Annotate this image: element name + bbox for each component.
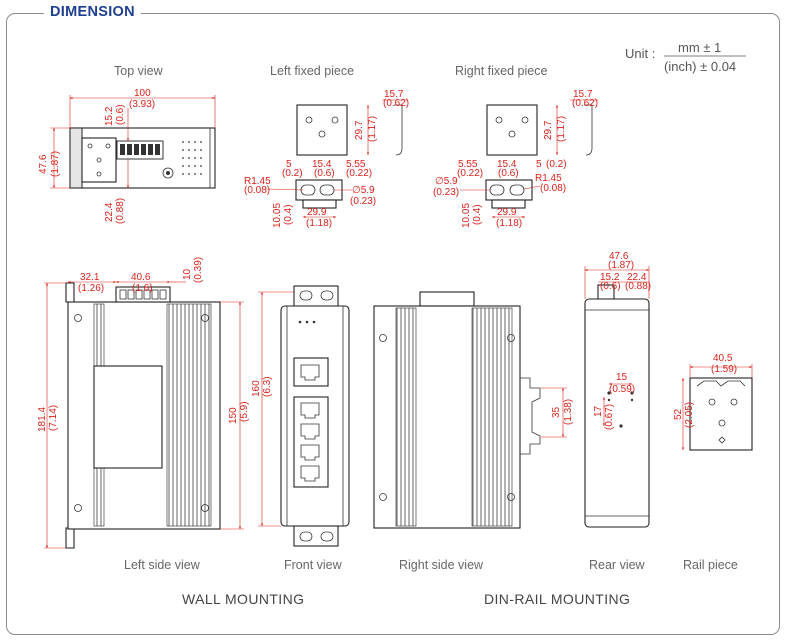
dim-lf-flange-in: (0.62): [383, 98, 409, 109]
label-top-view: Top view: [114, 64, 164, 78]
dim-rf-h: 10.05: [461, 203, 472, 228]
dim-rs-clip-in: (1.38): [563, 399, 574, 425]
dim-ls-c-in: (0.39): [193, 257, 204, 283]
dimension-panel: [6, 13, 780, 635]
dim-rp-w-in: (1.59): [711, 364, 737, 375]
dim-rf-c: 5: [536, 159, 542, 170]
dim-ls-body: 150: [228, 407, 239, 424]
dim-rv-hole-w: 15: [616, 372, 628, 383]
dim-rv-b-in: (0.88): [625, 281, 651, 292]
dim-rf-r-in: (0.08): [540, 183, 566, 194]
front-view-drawing: 160 (6.3): [251, 285, 350, 547]
dim-top-depth-in: (1.87): [50, 151, 61, 177]
dim-rf-b-in: (0.6): [498, 168, 519, 179]
dim-lf-c-in: (0.22): [346, 168, 372, 179]
dim-rv-hole-w-in: (0.59): [609, 384, 635, 395]
dim-rp-h: 52: [673, 408, 684, 420]
dim-lf-c: 5.55: [346, 159, 366, 170]
dim-rf-a-in: (0.22): [457, 168, 483, 179]
dim-ls-c: 10: [182, 268, 193, 280]
dim-rf-w-in: (1.18): [496, 218, 522, 229]
dim-rs-clip: 35: [551, 406, 562, 418]
dim-lf-b: 15.4: [312, 159, 332, 170]
dim-rf-h-in: (0.4): [472, 204, 483, 225]
dim-ls-a: 32.1: [80, 272, 100, 283]
label-front-view: Front view: [284, 558, 343, 572]
dim-lf-r-in: (0.08): [244, 185, 270, 196]
dim-rp-w: 40.5: [713, 353, 733, 364]
dim-ls-body-in: (5.9): [239, 401, 250, 422]
dim-fr-height-in: (6.3): [262, 376, 273, 397]
dim-lf-r: R1.45: [244, 176, 271, 187]
section-title: DIMENSION: [44, 4, 141, 20]
rail-piece-drawing: 40.5 (1.59) 52 (2.05): [673, 353, 753, 451]
unit-denominator: (inch) ± 0.04: [664, 59, 736, 74]
dim-rv-a: 15.2: [600, 272, 620, 283]
dim-lf-b-in: (0.6): [314, 168, 335, 179]
dim-ls-total: 181.4: [37, 407, 48, 432]
dim-rp-h-in: (2.05): [684, 402, 695, 428]
dim-rf-flange-in: (0.62): [572, 98, 598, 109]
dim-rf-height: 29.7: [543, 120, 554, 140]
dim-rf-hole-in: (0.23): [433, 187, 459, 198]
right-fixed-piece-drawing: 15.7 (0.62) 29.7 (1.17) 5.55 (0.22) 15.4…: [433, 89, 598, 229]
rear-view-drawing: 47.6 (1.87) 15.2 (0.6) 22.4 (0.88) 15 (0…: [584, 251, 651, 528]
label-left-fixed-piece: Left fixed piece: [270, 64, 354, 78]
left-fixed-piece-drawing: 15.7 (0.62) 29.7 (1.17) 5 (0.2) 15.4 (0.…: [244, 89, 409, 229]
dim-top-b-in: (0.88): [115, 198, 126, 224]
label-rear-view: Rear view: [589, 558, 646, 572]
dim-ls-total-in: (7.14): [48, 405, 59, 431]
dim-lf-h-in: (0.4): [283, 204, 294, 225]
right-side-view-drawing: 35 (1.38): [373, 291, 574, 529]
dim-lf-a: 5: [286, 159, 292, 170]
dim-rf-w: 29.9: [497, 207, 517, 218]
dim-lf-w: 29.9: [307, 207, 327, 218]
dim-top-a: 15.2: [104, 106, 115, 126]
dim-top-a-in: (0.6): [115, 104, 126, 125]
left-side-view-drawing: 32.1 (1.26) 40.6 (1.6) 10 (0.39) 181.4 (…: [37, 257, 250, 549]
dim-rv-hole-h: 17: [593, 405, 604, 417]
dim-rv-b: 22.4: [627, 272, 647, 283]
dim-lf-hole: ∅5.9: [352, 185, 375, 196]
dim-lf-flange: 15.7: [384, 89, 404, 100]
dim-lf-height-in: (1.17): [367, 116, 378, 142]
unit-numerator: mm ± 1: [678, 40, 721, 55]
dim-lf-w-in: (1.18): [306, 218, 332, 229]
label-left-side-view: Left side view: [124, 558, 201, 572]
dim-lf-a-in: (0.2): [282, 168, 303, 179]
dim-top-depth: 47.6: [38, 154, 49, 174]
dim-rf-r: R1.45: [535, 173, 562, 184]
dim-rf-a: 5.55: [458, 159, 478, 170]
dim-rv-hole-h-in: (0.67): [604, 404, 615, 430]
label-right-fixed-piece: Right fixed piece: [455, 64, 547, 78]
dim-ls-a-in: (1.26): [78, 283, 104, 294]
dim-top-width: 100: [134, 88, 151, 99]
label-rail-piece: Rail piece: [683, 558, 738, 572]
dim-rf-b: 15.4: [497, 159, 517, 170]
dim-rv-depth-in: (1.87): [608, 260, 634, 271]
label-din-rail-mounting: DIN-RAIL MOUNTING: [484, 591, 630, 607]
unit-legend: Unit : mm ± 1 (inch) ± 0.04: [625, 40, 746, 74]
dim-rf-height-in: (1.17): [556, 116, 567, 142]
dim-lf-h: 10.05: [272, 203, 283, 228]
unit-prefix: Unit :: [625, 46, 655, 61]
dim-rf-hole: ∅5.9: [435, 176, 458, 187]
dim-top-b: 22.4: [104, 202, 115, 222]
dim-lf-hole-in: (0.23): [350, 196, 376, 207]
top-view-drawing: 100 (3.93) 47.6 (1.87) 15.2 (0.6) 22.4 (…: [38, 88, 216, 224]
dim-lf-height: 29.7: [354, 120, 365, 140]
dim-fr-height: 160: [251, 380, 262, 397]
label-wall-mounting: WALL MOUNTING: [182, 591, 304, 607]
dim-rv-a-in: (0.6): [600, 281, 621, 292]
dim-rf-c-in: (0.2): [546, 159, 567, 170]
dim-rf-flange: 15.7: [573, 89, 593, 100]
label-right-side-view: Right side view: [399, 558, 484, 572]
dim-ls-b-in: (1.6): [132, 283, 153, 294]
dim-ls-b: 40.6: [131, 272, 151, 283]
dim-top-width-in: (3.93): [129, 99, 155, 110]
dim-rv-depth: 47.6: [609, 251, 629, 262]
